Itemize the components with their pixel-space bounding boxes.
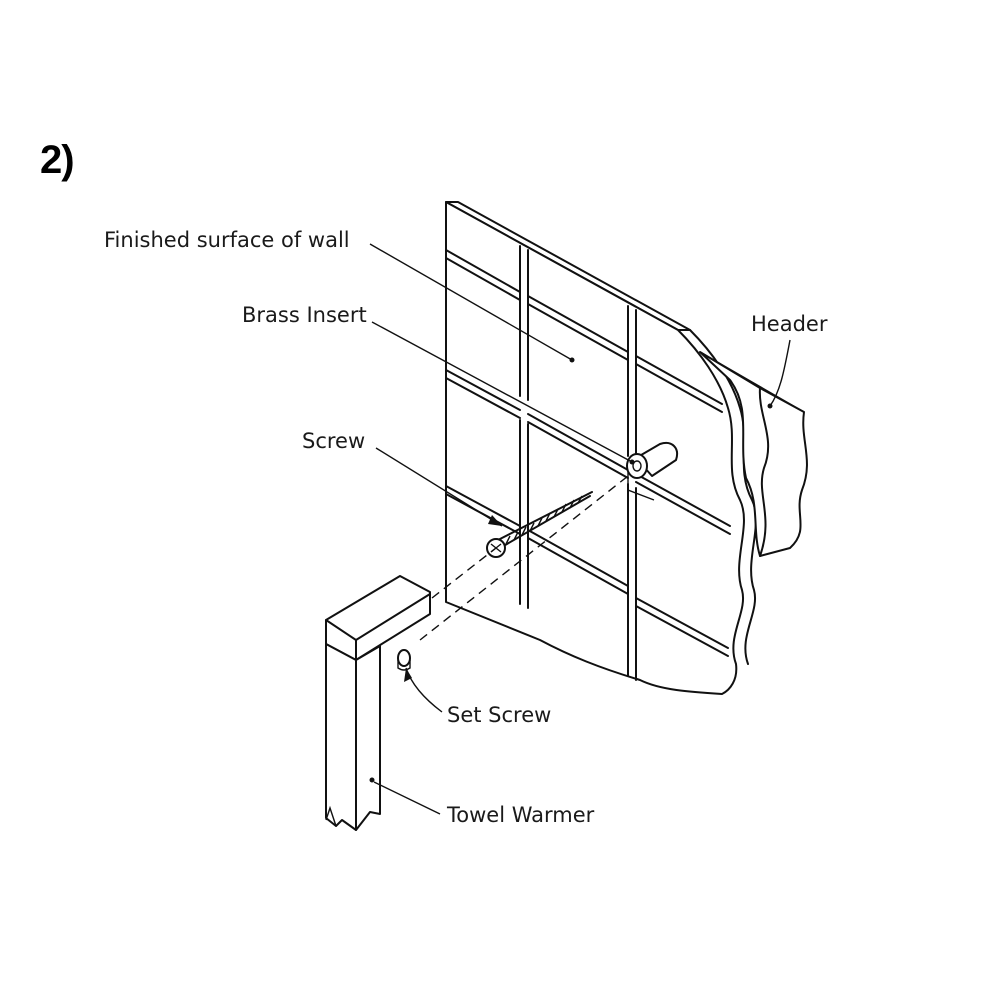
leader-lines: [369, 243, 791, 815]
header-label: Header: [751, 312, 828, 336]
step-number: 2): [40, 138, 75, 182]
screw-label: Screw: [302, 429, 366, 453]
tiled-wall: [445, 201, 757, 695]
header-beam: [699, 351, 808, 557]
finished-surface-label: Finished surface of wall: [104, 228, 350, 252]
set-screw-label: Set Screw: [447, 703, 552, 727]
brass-insert-label: Brass Insert: [242, 303, 367, 327]
towel-warmer: [325, 575, 431, 831]
towel-warmer-label: Towel Warmer: [447, 803, 595, 827]
